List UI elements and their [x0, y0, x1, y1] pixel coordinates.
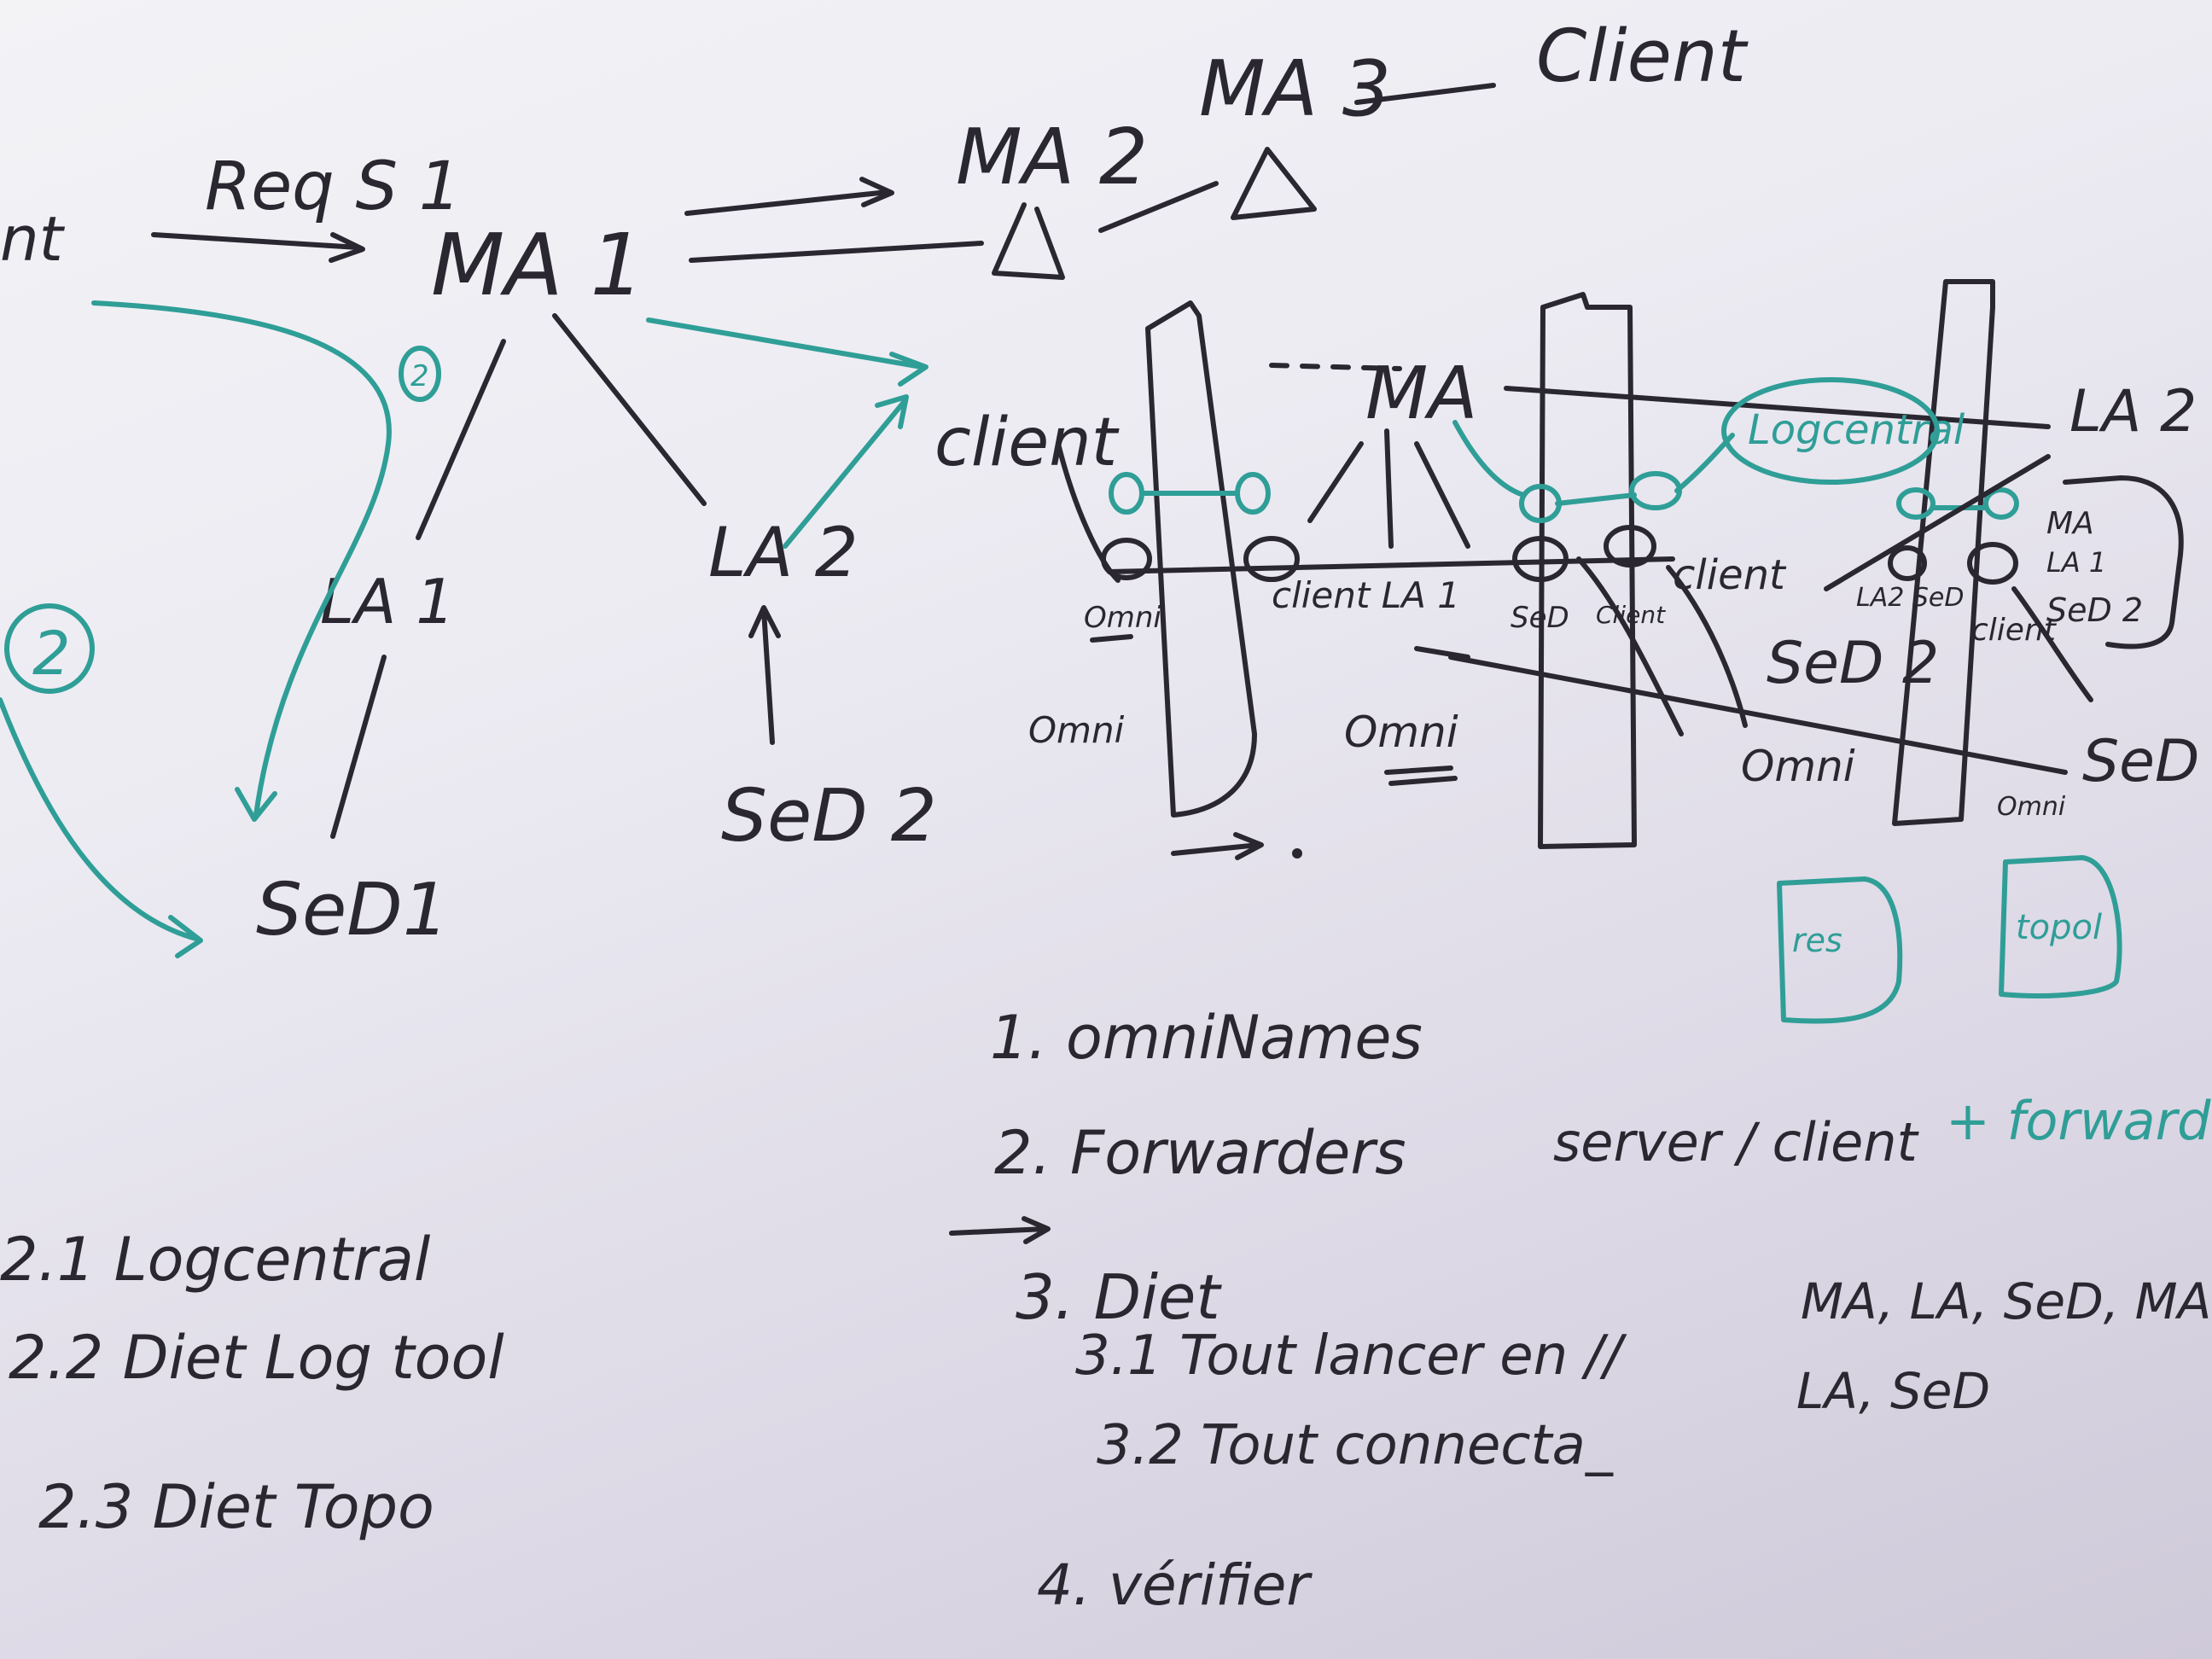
list-item-2-server-client: server / client: [1553, 1111, 1920, 1173]
client-mid-label: client: [934, 405, 1120, 481]
client-la1-label: client LA 1: [1272, 574, 1460, 616]
sed-small-label: SeD: [1511, 601, 1569, 635]
dashed-line: [1269, 363, 1402, 371]
logcentral-bubble-label: Logcentral: [1748, 406, 1965, 454]
box-sed2-label: SeD 2: [2046, 591, 2143, 629]
teal-node-5: [1896, 487, 1936, 520]
client-top-label: Client: [1536, 15, 1749, 99]
teal-node-4: [1629, 471, 1682, 510]
topol-box-label: topol: [2016, 908, 2102, 947]
list-item-3-1: 3.1 Tout lancer en //: [1075, 1324, 1627, 1388]
node-sed: [1512, 536, 1569, 582]
sed1-left-label: SeD1: [256, 868, 449, 952]
ma2-label: MA 2: [956, 113, 1148, 202]
side-note-1: MA, LA, SeD, MA DAG: [1801, 1272, 2212, 1330]
ma1-label: MA 1: [431, 215, 644, 315]
req-s1-label: Req S 1: [205, 148, 461, 225]
teal-node-1: [1109, 472, 1144, 515]
omni-label-2-underline: [1384, 765, 1458, 786]
la2-left-label: LA 2: [708, 513, 859, 592]
sub-item-2-1: 2.1 Logcentral: [0, 1225, 431, 1295]
sub-item-2-3: 2.3 Diet Topo: [38, 1472, 434, 1542]
small-arrow: [1171, 832, 1264, 860]
circle-2-left-label: 2: [32, 619, 71, 689]
omni-small-underline: [1090, 634, 1133, 643]
la2-right-label: LA 2: [2069, 378, 2197, 445]
teal-arrow-ma1-client: [646, 317, 928, 387]
right-network-diagram: client MA Logcentral LA 2 Omni client LA…: [934, 279, 2212, 1024]
circle-2-small-label: 2: [410, 359, 429, 393]
la2-sed-small-label: LA2 SeD: [1856, 583, 1964, 613]
list-item-3-2: 3.2 Tout connecta_: [1097, 1414, 1614, 1477]
line-ma3-client: [1354, 83, 1496, 105]
circle-2-small: [399, 346, 441, 402]
line-ma2-ma3: [1098, 181, 1219, 233]
omni-small-label: Omni: [1084, 601, 1161, 635]
teal-link-2: [1452, 420, 1735, 506]
node-omni-client: [1101, 538, 1152, 580]
arrow-sed2-la2: [748, 605, 781, 745]
sed2-right-label: SeD 2: [1767, 630, 1939, 697]
line-ma1-la1: [416, 339, 506, 540]
dot: [1292, 848, 1302, 859]
la1-left-label: LA 1: [320, 566, 455, 637]
list-item-2-forwarders: + forwarders: [1946, 1090, 2212, 1152]
arrow-to-ma2: [684, 177, 894, 216]
teal-node-2: [1235, 472, 1271, 515]
teal-arrow-la2-client: [783, 394, 909, 549]
client-right-label: client: [1673, 551, 1787, 599]
omni-label-4: Omni: [1997, 792, 2066, 822]
request-arrow: [151, 232, 365, 263]
pillar-2: [1538, 292, 1637, 849]
node-la2-sed: [1888, 545, 1927, 581]
res-box: [1777, 876, 1903, 1024]
ma3-label: MA 3: [1199, 44, 1391, 134]
left-hierarchy-diagram: nt Req S 1 MA 1 MA 2 MA 3 Client LA 1 LA…: [0, 15, 1749, 958]
box-ma-label: MA: [2046, 506, 2094, 541]
lower-horizontal-line: [1414, 646, 2068, 775]
sed2-left-label: SeD 2: [721, 774, 937, 859]
res-box-label: res: [1792, 922, 1842, 959]
sub-item-2-2: 2.2 Diet Log tool: [9, 1323, 504, 1393]
line-la1-sed1: [330, 655, 387, 839]
ma-mid-branches: [1307, 428, 1470, 549]
lines-to-omni3: [1576, 556, 1748, 736]
list-item-1: 1. omniNames: [990, 1003, 1423, 1073]
logcentral-list: 2.1 Logcentral 2.2 Diet Log tool 2.3 Die…: [0, 1225, 504, 1542]
omni-label-2: Omni: [1344, 707, 1458, 757]
ma2-triangle: [992, 202, 1065, 280]
list-item-2: 2. Forwarders: [994, 1118, 1406, 1188]
node-client-la1: [1243, 536, 1300, 582]
node-client-right: [1604, 525, 1656, 568]
teal-node-6: [1983, 487, 2019, 520]
list-item-3: 3. Diet: [1016, 1261, 1222, 1333]
client-left-label: nt: [0, 203, 66, 275]
client-under-label: Client: [1596, 601, 1666, 629]
node-client-small: [1967, 542, 2018, 585]
line-ma1-ma2: [689, 241, 984, 263]
omni-label-1: Omni: [1028, 709, 1125, 751]
circle-2-left: [4, 603, 95, 694]
arrow-to-diet: [949, 1216, 1051, 1244]
teal-arrow-circle-sed1: [0, 697, 203, 958]
line-to-sed1: [2011, 586, 2093, 702]
upper-horizontal-line: [1504, 386, 2051, 429]
pillar-3: [1892, 279, 1995, 826]
line-ma1-la2: [552, 313, 707, 506]
box-la1-label: LA 1: [2046, 546, 2106, 579]
todo-list: 1. omniNames 2. Forwarders server / clie…: [949, 1003, 2212, 1618]
pillar-1: [1145, 300, 1257, 818]
logcentral-bubble: [1721, 377, 1940, 485]
bracket-box: [2063, 475, 2184, 649]
side-note-2: LA, SeD: [1796, 1362, 1990, 1420]
list-item-4: 4. vérifier: [1037, 1552, 1313, 1618]
diagonal-line-la2: [1824, 454, 2051, 591]
omni-label-3: Omni: [1741, 742, 1855, 791]
sed1-right-label: SeD 1: [2082, 728, 2212, 795]
ma-mid-label: MA: [1365, 352, 1477, 436]
topol-box: [1999, 855, 2122, 998]
ma3-triangle: [1231, 147, 1317, 220]
teal-arrow-logcentral-sed1: [91, 300, 392, 822]
